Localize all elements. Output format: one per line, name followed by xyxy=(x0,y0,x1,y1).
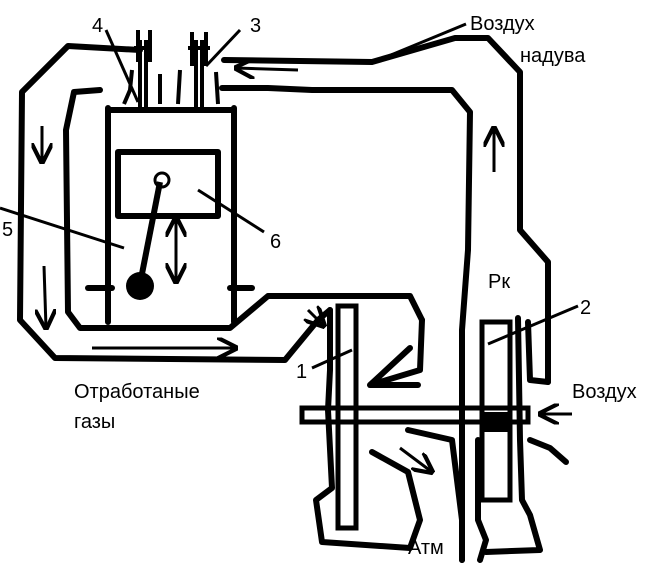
valve-seat-right xyxy=(176,69,220,105)
label-pk: Рк xyxy=(488,271,510,293)
leader-4 xyxy=(104,29,140,103)
leader-boost-air xyxy=(373,22,467,64)
label-3: 3 xyxy=(250,15,261,37)
atm-outlet-arrow xyxy=(399,446,432,472)
leader-3 xyxy=(204,28,242,68)
turbine-housing-right xyxy=(367,317,425,388)
exhaust-arrow-into-turbine xyxy=(308,310,324,326)
label-boost-air-line1: Воздух xyxy=(470,13,535,35)
leader-5 xyxy=(0,206,125,250)
turbine-housing xyxy=(313,307,423,551)
exhaust-duct-inner xyxy=(63,87,425,331)
exhaust-valve-spring xyxy=(136,30,152,62)
compressor-housing xyxy=(475,437,489,563)
label-4: 4 xyxy=(92,15,103,37)
compressor-air-inlet-bottom xyxy=(527,437,569,465)
exhaust-valve xyxy=(130,40,156,112)
label-6: 6 xyxy=(270,231,281,253)
label-exhaust-line2: газы xyxy=(74,411,115,433)
intake-valve-spring xyxy=(190,32,208,66)
turbo-shaft xyxy=(299,405,531,425)
label-exhaust-line1: Отработаные xyxy=(74,381,200,403)
label-air: Воздух xyxy=(572,381,637,403)
valve-seat-left xyxy=(122,69,162,105)
intake-valve xyxy=(186,40,212,112)
shaft-nut xyxy=(482,412,510,432)
label-boost-air-line2: надува xyxy=(520,45,586,67)
turbine-wheel xyxy=(335,303,359,531)
exhaust-arrow-down-2 xyxy=(44,265,46,328)
leader-6 xyxy=(197,188,265,234)
connecting-rod xyxy=(137,181,163,285)
compressor-wheel xyxy=(479,319,513,503)
boost-air-duct-top-inner xyxy=(219,85,473,563)
turbine-outlet-wall xyxy=(405,427,465,563)
compressor-air-inlet-top xyxy=(525,319,551,385)
label-2: 2 xyxy=(580,297,591,319)
piston-pin xyxy=(153,171,171,189)
label-1: 1 xyxy=(296,361,307,383)
crankshaft xyxy=(126,272,154,300)
leader-2 xyxy=(487,304,579,346)
label-5: 5 xyxy=(2,219,13,241)
leader-1 xyxy=(311,348,353,370)
label-atm: Атм xyxy=(408,537,444,559)
boost-air-arrow-top xyxy=(236,68,299,70)
